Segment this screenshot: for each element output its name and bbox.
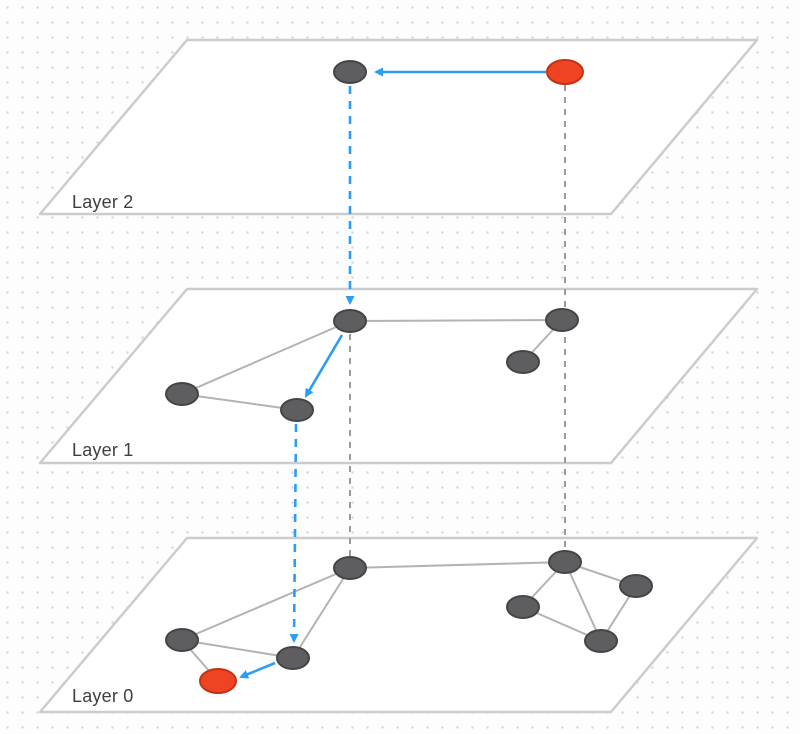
graph-edge [349,319,563,322]
node-l1-n5 [280,398,314,422]
node-l1-n1 [333,309,367,333]
search-path-solid-arrow [304,334,344,398]
layer-1-plane [38,287,759,465]
node-l0-n2 [548,550,582,574]
search-path-solid-arrow [239,661,276,679]
layer-2-label: Layer 2 [72,192,134,212]
node-l1-n4 [165,382,199,406]
search-path-group [239,67,546,679]
node-l0-n6 [619,574,653,598]
graph-edge [292,567,351,659]
node-l0-n7 [584,629,618,653]
layer-1-label: Layer 1 [72,440,134,460]
graph-edge [181,393,298,411]
search-path-dashed-arrow [289,423,299,643]
node-l0-n5 [506,595,540,619]
layer-2-plane [38,38,759,216]
node-l2-n1 [333,60,367,84]
graph-nodes-group [165,59,653,694]
highlight-node-l0-target [199,668,237,694]
node-l0-n3 [165,628,199,652]
node-l1-n2 [545,308,579,332]
graph-edge [181,567,351,641]
node-l1-n3 [506,350,540,374]
graph-edge [181,320,351,395]
highlight-node-l2-entry [546,59,584,85]
planes-group [38,38,759,714]
graph-edge [564,561,602,642]
layer-0-plane [38,536,759,714]
node-l0-n1 [333,556,367,580]
graph-edge [349,561,566,569]
layer-0-label: Layer 0 [72,686,134,706]
node-l0-n4 [276,646,310,670]
graph-edge [181,639,294,659]
